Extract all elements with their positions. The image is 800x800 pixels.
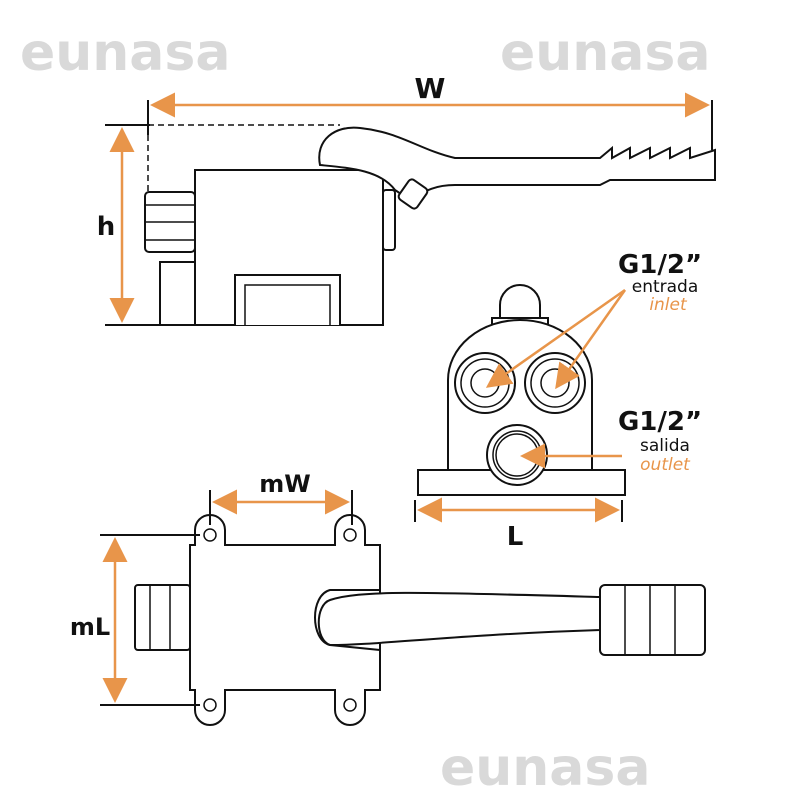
dimension-ml-label: mL	[70, 613, 110, 641]
watermark-text: eunasa	[500, 23, 710, 83]
watermark: eunasa eunasa eunasa	[20, 23, 710, 798]
dimension-l: L	[414, 497, 623, 552]
dimension-ml: mL	[70, 534, 200, 706]
inlet-label: G1/2” entrada inlet	[618, 250, 702, 315]
watermark-text: eunasa	[20, 23, 230, 83]
inlet-port-right	[524, 352, 586, 414]
dimension-mw: mW	[209, 470, 353, 525]
dimension-w-label: W	[415, 72, 446, 105]
front-view	[417, 284, 627, 496]
dimension-w: W	[147, 72, 713, 150]
svg-text:salida: salida	[640, 436, 690, 456]
svg-text:entrada: entrada	[632, 277, 699, 297]
dimension-h: h	[97, 124, 190, 326]
svg-text:inlet: inlet	[649, 295, 688, 315]
outlet-label: G1/2” salida outlet	[618, 407, 702, 475]
side-view	[144, 124, 716, 326]
dimension-mw-label: mW	[259, 470, 310, 498]
watermark-text: eunasa	[440, 738, 650, 798]
svg-text:G1/2”: G1/2”	[618, 407, 702, 437]
dimension-h-label: h	[97, 212, 116, 242]
dimension-l-label: L	[507, 522, 524, 552]
plan-view	[134, 514, 706, 726]
svg-text:outlet: outlet	[640, 455, 691, 475]
svg-text:G1/2”: G1/2”	[618, 250, 702, 280]
inlet-port-left	[454, 352, 516, 414]
